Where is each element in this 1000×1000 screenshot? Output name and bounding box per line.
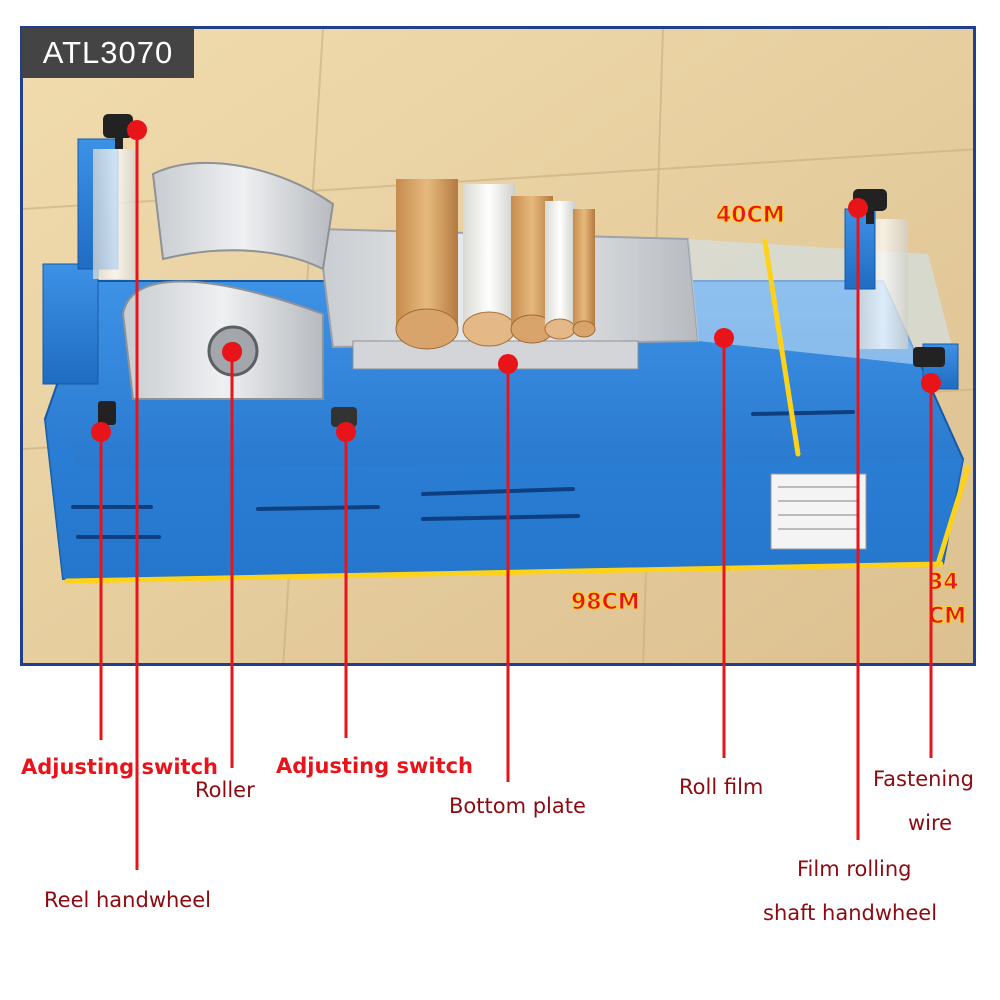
model-badge: ATL3070 (22, 28, 194, 78)
height-dimension-number: 34 (928, 570, 960, 596)
length-dimension: 98CM (571, 590, 641, 616)
height-dimension-unit: CM (927, 604, 967, 630)
label-film-rolling-line2: shaft handwheel (763, 901, 938, 925)
label-bottom-plate: Bottom plate (449, 794, 586, 818)
label-roll-film: Roll film (679, 775, 764, 799)
label-roller: Roller (195, 778, 255, 802)
label-fastening-wire-line2: wire (908, 811, 953, 835)
label-fastening-wire-line1: Fastening (873, 767, 974, 791)
label-reel-handwheel: Reel handwheel (44, 888, 211, 912)
width-dimension: 40CM (716, 203, 786, 229)
label-adjusting-switch-right: Adjusting switch (276, 754, 473, 778)
product-photo (20, 26, 976, 666)
label-film-rolling-line1: Film rolling (797, 857, 912, 881)
label-adjusting-switch-left: Adjusting switch (21, 755, 218, 779)
machine-illustration (23, 29, 973, 663)
